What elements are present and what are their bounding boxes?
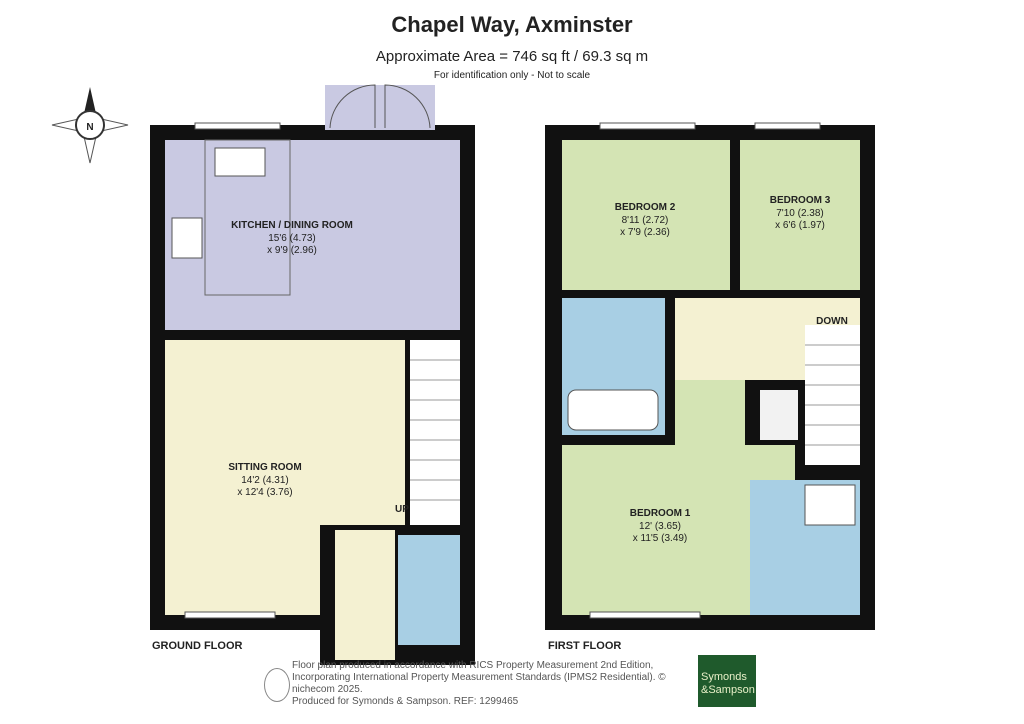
footer-text: Floor plan produced in accordance with R…	[292, 660, 690, 708]
bath-icon	[567, 389, 659, 431]
sitting-room-dim-2: x 12'4 (3.76)	[237, 487, 292, 498]
page-title: Chapel Way, Axminster	[391, 12, 633, 37]
kitchen-dim-1: 15'6 (4.73)	[268, 233, 316, 244]
symonds-sampson-logo: Symonds &Sampson	[698, 655, 756, 707]
kitchen-label: KITCHEN / DINING ROOM	[231, 220, 353, 231]
sink-icon	[214, 147, 266, 177]
bedroom-2-label: BEDROOM 2	[615, 202, 676, 213]
bedroom-3-label: BEDROOM 3	[770, 195, 831, 206]
bedroom-3-dim-2: x 6'6 (1.97)	[775, 220, 825, 231]
bedroom-2	[562, 140, 730, 290]
first-floor-plan: BEDROOM 2 8'11 (2.72) x 7'9 (2.36) BEDRO…	[545, 122, 875, 630]
stairs-down	[805, 325, 860, 465]
logo-line-2: &Sampson	[701, 684, 755, 696]
disclaimer: For identification only - Not to scale	[433, 70, 591, 81]
wc	[398, 535, 460, 645]
storage-cupboard	[760, 390, 798, 440]
ground-floor-plan: KITCHEN / DINING ROOM 15'6 (4.73) x 9'9 …	[150, 84, 475, 665]
footer-line-1: Floor plan produced in accordance with R…	[292, 660, 654, 671]
bedroom-1-dim-2: x 11'5 (3.49)	[633, 533, 688, 544]
kitchen-dim-2: x 9'9 (2.96)	[267, 245, 317, 256]
bedroom-3-dim-1: 7'10 (2.38)	[776, 208, 824, 219]
footer-line-2: Incorporating International Property Mea…	[292, 672, 666, 695]
bedroom-2-dim-1: 8'11 (2.72)	[622, 215, 669, 226]
person-icon	[264, 668, 290, 702]
shower-icon	[804, 484, 856, 526]
stairs-up-label: UP	[395, 504, 409, 515]
stairs-up	[410, 340, 460, 525]
ground-floor-label: GROUND FLOOR	[152, 640, 243, 652]
compass-icon: N	[51, 87, 129, 164]
hallway	[335, 530, 395, 660]
footer-line-3: Produced for Symonds & Sampson. REF: 129…	[292, 696, 519, 707]
bedroom-1-dim-1: 12' (3.65)	[639, 521, 681, 532]
first-floor-label: FIRST FLOOR	[548, 640, 622, 652]
logo-line-1: Symonds	[701, 671, 747, 683]
hob-icon	[171, 217, 203, 259]
compass-north-label: N	[86, 122, 93, 133]
approximate-area: Approximate Area = 746 sq ft / 69.3 sq m	[375, 48, 649, 65]
bedroom-1-label: BEDROOM 1	[630, 508, 691, 519]
sitting-room-label: SITTING ROOM	[228, 462, 301, 473]
bedroom-3	[740, 140, 860, 290]
stairs-down-label: DOWN	[816, 316, 848, 327]
bedroom-2-dim-2: x 7'9 (2.36)	[620, 227, 670, 238]
window	[194, 122, 281, 130]
sitting-room-dim-1: 14'2 (4.31)	[241, 475, 289, 486]
